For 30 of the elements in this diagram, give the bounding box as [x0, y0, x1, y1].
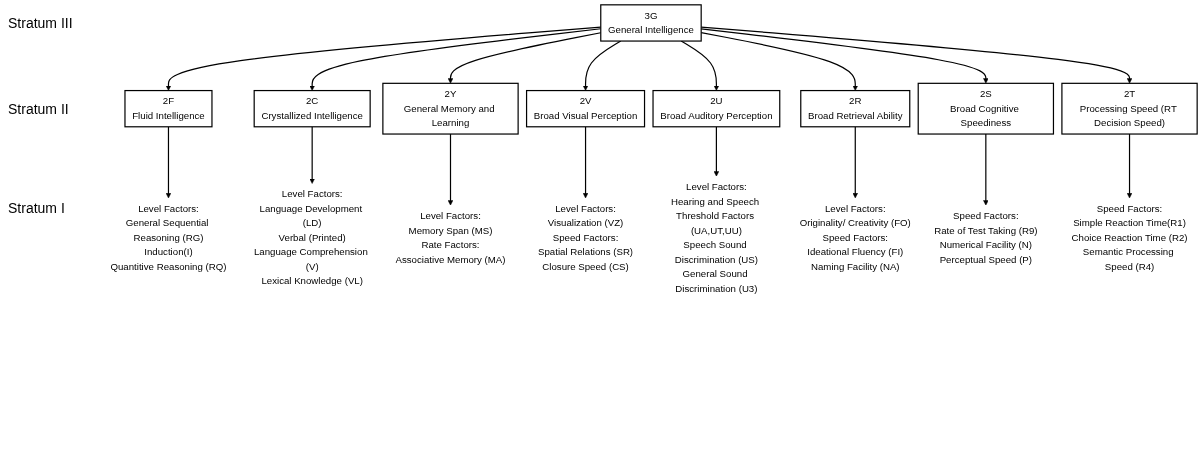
node-box: 2Y General Memory and Learning [382, 82, 519, 135]
arrow [1126, 133, 1133, 199]
node-text: Level Factors: General Sequential Reasoning (RG) Induction(I) Quantitive Reasoning (RQ) [110, 203, 227, 272]
node-box: 2R Broad Retrieval Ability [800, 89, 911, 128]
arrow [983, 133, 989, 206]
node-box: 2F Fluid Intelligence [124, 89, 213, 128]
arrow [582, 40, 622, 91]
node-box: 2U Broad Auditory Perception [652, 89, 781, 128]
arrow [165, 126, 172, 199]
node-text: Level Factors: Language Development (LD) Verbal (Printed) Language Comprehension (V) Lexical Knowledge (VL) [253, 188, 368, 287]
node-text: Level Factors: Memory Span (MS) Rate Factors: Associative Memory (MA) [395, 210, 506, 265]
node-box: 2C Crystallized Intelligence [253, 89, 371, 128]
arrow [447, 133, 454, 206]
node-box: 3G General Intelligence [600, 4, 702, 42]
arrow [680, 40, 720, 91]
node-text: Level Factors: Visualization (VZ) Speed Factors: Spatial Relations (SR) Closure Speed (CS) [538, 203, 634, 272]
arrow [309, 126, 315, 184]
arrow [852, 126, 858, 199]
stratum-label: Stratum II [8, 100, 69, 117]
node-box: 2S Broad Cognitive Speediness [917, 82, 1055, 135]
stratum-label: Stratum I [8, 200, 65, 217]
node-text: Speed Factors: Simple Reaction Time(R1) Choice Reaction Time (R2) Semantic Processing Speed (R4) [1071, 203, 1188, 272]
node-text: Level Factors: Hearing and Speech Threshold Factors (UA,UT,UU) Speech Sound Discrimination (US) General Sound Discrimination (U3) [671, 181, 760, 294]
arrow [713, 126, 720, 177]
node-box: 2V Broad Visual Perception [525, 89, 646, 128]
arrow [582, 126, 589, 199]
node-text: Level Factors: Originality/ Creativity (FO) Speed Factors: Ideational Fluency (FI) Naming Facility (NA) [799, 203, 911, 272]
node-box: 2T Processing Speed (RT Decision Speed) [1061, 82, 1198, 135]
stratum-label: Stratum III [8, 14, 73, 31]
node-text: Speed Factors: Rate of Test Taking (R9) Numerical Facility (N) Perceptual Speed (P) [934, 210, 1038, 265]
